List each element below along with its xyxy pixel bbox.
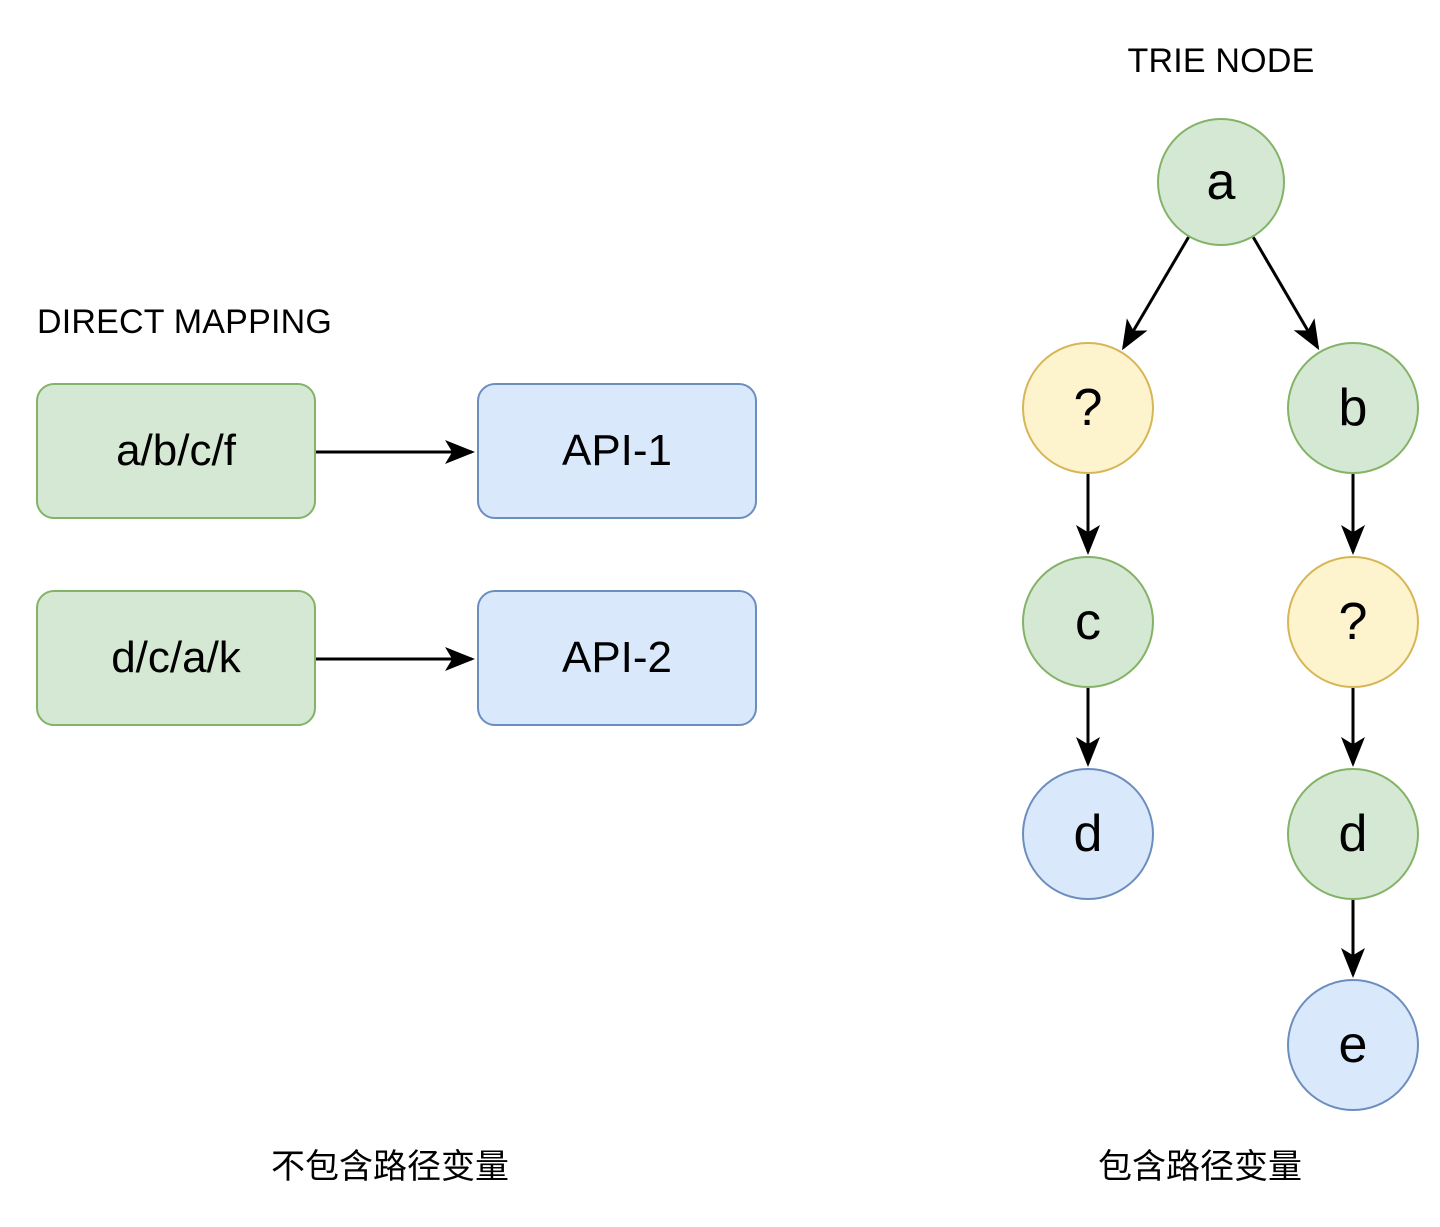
api-box-2[interactable]: API-2 [477,590,757,726]
trie-node-l1-right[interactable]: b [1287,342,1419,474]
direct-mapping-heading: DIRECT MAPPING [37,303,332,341]
trie-node-l3-right[interactable]: d [1287,768,1419,900]
trie-node-heading: TRIE NODE [0,44,1440,78]
trie-edge-root-to-l1-right [1251,236,1320,351]
trie-node-l4-right[interactable]: e [1287,979,1419,1111]
trie-edge-root-to-l1-left [1121,236,1190,351]
trie-node-l1-left[interactable]: ? [1022,342,1154,474]
path-box-2[interactable]: d/c/a/k [36,590,316,726]
trie-node-label: a [1206,153,1236,211]
trie-node-label: b [1338,379,1368,437]
trie-node-l2-right[interactable]: ? [1287,556,1419,688]
direct-mapping-arrows [316,440,475,671]
trie-node-label: e [1338,1016,1368,1074]
path-box-1[interactable]: a/b/c/f [36,383,316,519]
left-panel-caption: 不包含路径变量 [271,1148,509,1186]
trie-node-l2-left[interactable]: c [1022,556,1154,688]
trie-node-label: d [1338,805,1368,863]
api-box-1[interactable]: API-1 [477,383,757,519]
trie-node-label: ? [1338,593,1368,651]
trie-node-label: ? [1073,379,1103,437]
right-panel-caption: 包含路径变量 [1098,1148,1302,1186]
trie-node-label: d [1073,805,1103,863]
trie-node-label: c [1075,593,1101,651]
trie-node-heading-text: TRIE NODE [1127,42,1315,80]
trie-node-l3-left[interactable]: d [1022,768,1154,900]
trie-node-root[interactable]: a [1157,118,1285,246]
